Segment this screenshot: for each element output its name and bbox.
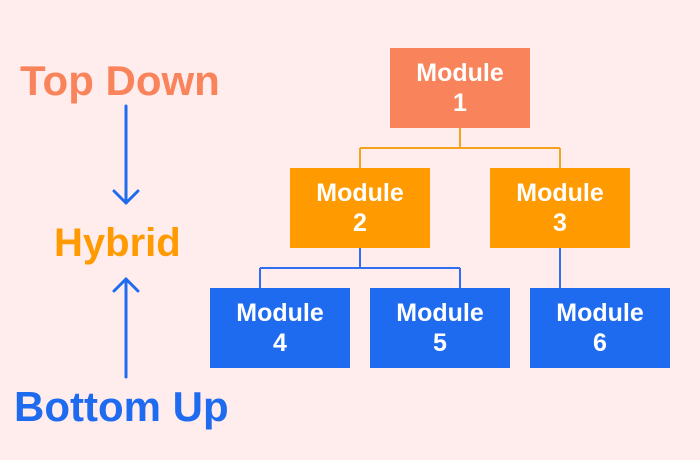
arrow-up-icon	[112, 277, 140, 379]
module-2-number: 2	[353, 209, 367, 237]
hybrid-label: Hybrid	[54, 221, 181, 265]
module-4-box: Module 4	[210, 288, 350, 368]
module-6-box: Module 6	[530, 288, 670, 368]
module-1-box: Module 1	[390, 48, 530, 128]
module-1-number: 1	[453, 89, 467, 117]
module-6-number: 6	[593, 329, 607, 357]
module-3-number: 3	[553, 209, 567, 237]
module-1-word: Module	[416, 59, 504, 87]
bottom-up-label: Bottom Up	[14, 383, 229, 430]
module-5-number: 5	[433, 329, 447, 357]
connector-module-2-children	[259, 248, 461, 288]
module-6-word: Module	[556, 299, 644, 327]
module-3-word: Module	[516, 179, 604, 207]
module-5-word: Module	[396, 299, 484, 327]
module-2-box: Module 2	[290, 168, 430, 248]
module-5-box: Module 5	[370, 288, 510, 368]
top-down-label: Top Down	[20, 57, 220, 104]
module-2-word: Module	[316, 179, 404, 207]
module-4-number: 4	[273, 329, 287, 357]
module-3-box: Module 3	[490, 168, 630, 248]
arrow-down-icon	[112, 104, 140, 205]
connector-module-1-children	[359, 128, 561, 168]
module-4-word: Module	[236, 299, 324, 327]
